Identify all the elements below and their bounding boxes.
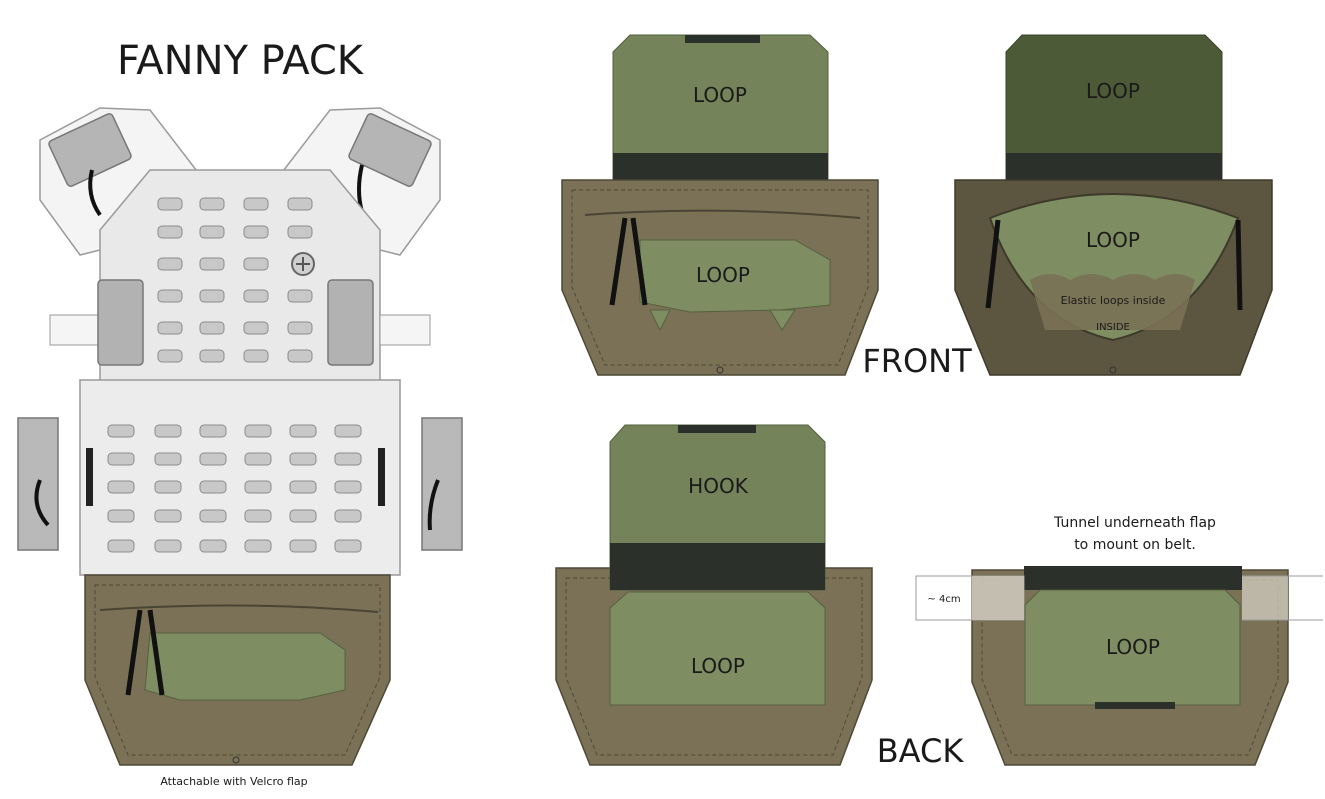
attached-pack-grommet bbox=[232, 756, 240, 764]
right-side-buckle bbox=[421, 417, 463, 551]
attached-loop-panel bbox=[144, 632, 346, 701]
left-side-strip bbox=[86, 448, 93, 506]
front-pouch-zipper bbox=[584, 209, 861, 219]
belt-right-overlap bbox=[1242, 576, 1288, 620]
attached-pack-stitch bbox=[94, 584, 381, 756]
elastic-loops-label: Elastic loops inside bbox=[1061, 294, 1166, 307]
left-shoulder-cord bbox=[88, 169, 102, 217]
plate-badge-cross bbox=[296, 257, 310, 271]
open-pouch-grommet bbox=[1109, 366, 1117, 374]
front-flap-loop-label: LOOP bbox=[693, 83, 747, 107]
attached-pack-cords bbox=[125, 609, 165, 696]
open-flap-loop-label: LOOP bbox=[1086, 79, 1140, 103]
front-view-open: LOOP LOOP Elastic loops inside INSIDE bbox=[954, 34, 1273, 376]
front-flap-strip bbox=[613, 153, 828, 180]
back-flap-strip bbox=[610, 543, 825, 590]
left-side-cord bbox=[34, 479, 50, 527]
velcro-caption: Attachable with Velcro flap bbox=[160, 775, 307, 788]
tunnel-top-strip bbox=[1024, 566, 1242, 590]
back-view-hook: HOOK LOOP bbox=[555, 424, 873, 766]
open-flap-strip bbox=[1006, 153, 1222, 180]
front-pouch-grommet bbox=[716, 366, 724, 374]
back-loop-label: LOOP bbox=[691, 654, 745, 678]
belt-right bbox=[1242, 575, 1323, 621]
back-flap-tab bbox=[678, 425, 756, 433]
plate-carrier bbox=[17, 107, 463, 766]
inside-label: INSIDE bbox=[1096, 322, 1130, 333]
front-loop-panel bbox=[639, 239, 831, 313]
back-pouch-stitch bbox=[565, 577, 863, 756]
molle-slots-lower bbox=[107, 424, 362, 553]
belt-width-note: ~ 4cm bbox=[927, 594, 960, 605]
tunnel-note-line2: to mount on belt. bbox=[1074, 537, 1196, 553]
tunnel-note-line1: Tunnel underneath flap bbox=[1053, 515, 1216, 531]
front-pouch-cords bbox=[609, 217, 648, 306]
front-view-label: FRONT bbox=[862, 342, 972, 380]
attached-pack-zipper bbox=[99, 604, 379, 613]
front-panel-tab-right bbox=[769, 309, 796, 331]
right-side-wing bbox=[379, 314, 431, 346]
diagram-title: FANNY PACK bbox=[117, 38, 365, 84]
front-view-closed: LOOP LOOP bbox=[561, 34, 879, 376]
open-interior-loop-label: LOOP bbox=[1086, 228, 1140, 252]
front-panel-tab-left bbox=[649, 309, 671, 332]
left-shoulder-buckle bbox=[48, 113, 132, 187]
front-pouch-stitch bbox=[571, 189, 869, 366]
front-flap-tab bbox=[685, 35, 760, 43]
belt-left-overlap bbox=[972, 576, 1024, 620]
hook-label: HOOK bbox=[688, 474, 749, 498]
back-loop-panel bbox=[609, 591, 826, 706]
open-pouch-cords bbox=[985, 219, 1243, 311]
tunnel-loop-label: LOOP bbox=[1106, 635, 1160, 659]
open-elastic-band bbox=[1030, 274, 1195, 330]
tunnel-loop-panel bbox=[1024, 589, 1241, 706]
left-chest-buckle bbox=[97, 279, 144, 366]
front-panel-loop-label: LOOP bbox=[696, 263, 750, 287]
tunnel-bottom-tab bbox=[1095, 702, 1175, 709]
right-side-strip bbox=[378, 448, 385, 506]
back-view-tunnel: Tunnel underneath flap to mount on belt.… bbox=[915, 515, 1323, 766]
right-chest-buckle bbox=[327, 279, 374, 366]
molle-slots-upper bbox=[157, 197, 313, 363]
right-side-cord bbox=[427, 479, 440, 531]
right-shoulder-buckle bbox=[348, 113, 432, 187]
left-side-wing bbox=[49, 314, 101, 346]
back-view-label: BACK bbox=[877, 732, 965, 770]
